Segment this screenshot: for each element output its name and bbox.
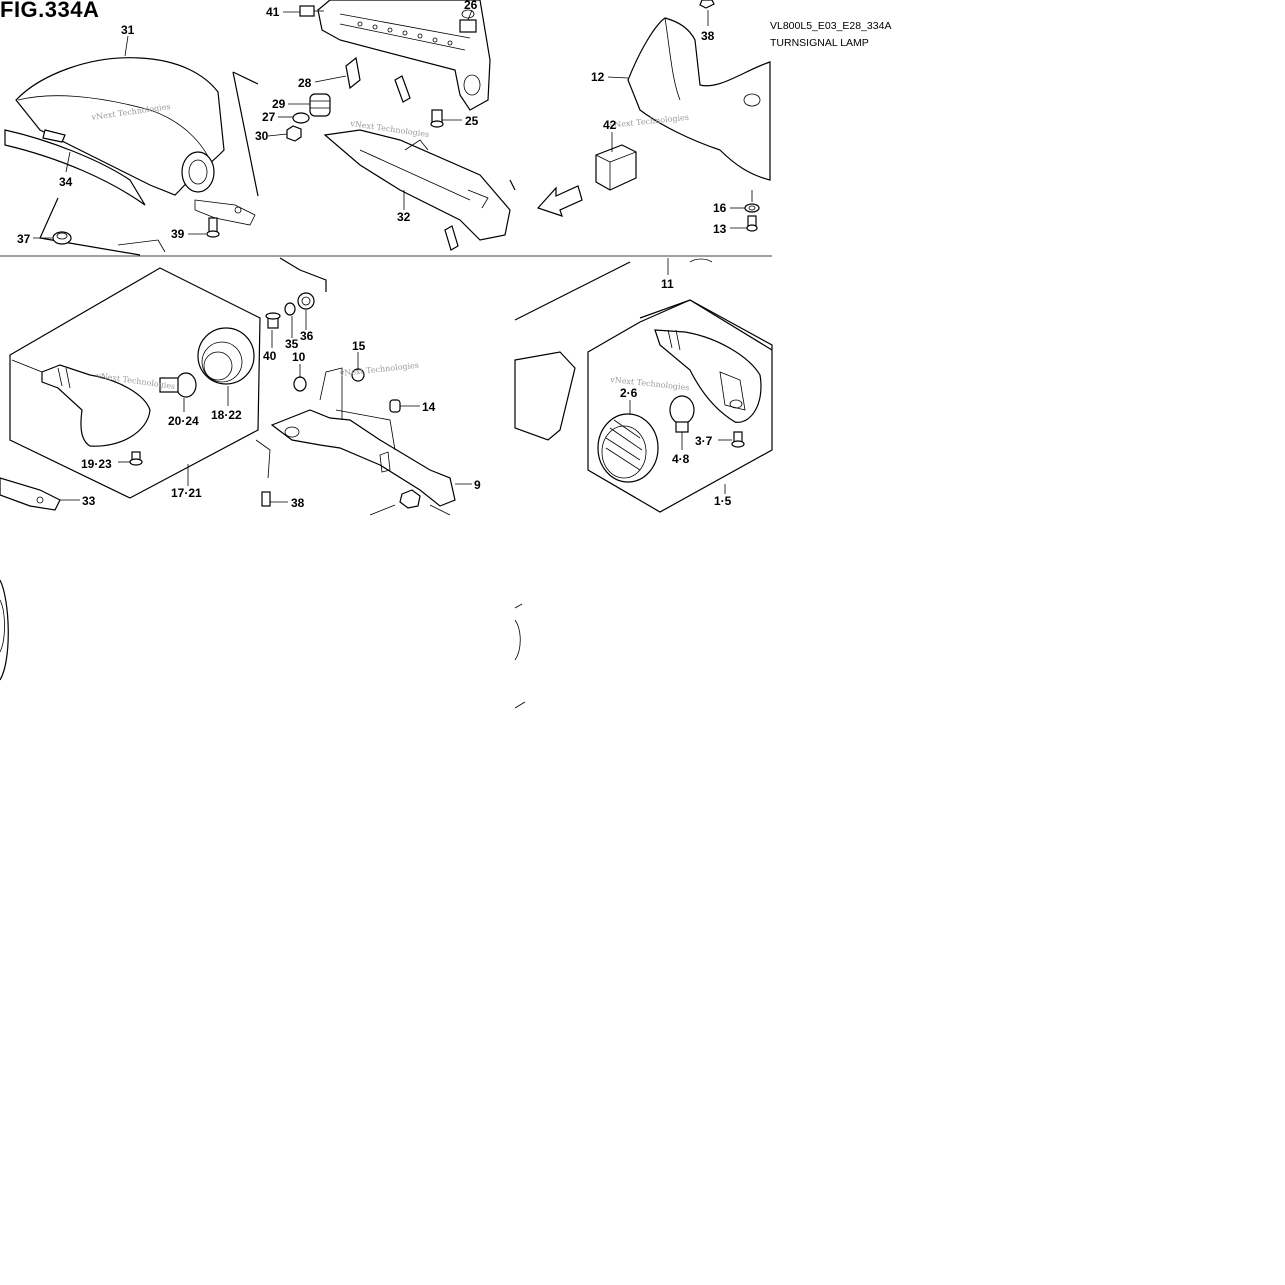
- callout-19-23: 19·23: [81, 457, 112, 471]
- callout-10: 10: [292, 350, 306, 364]
- callout-25: 25: [465, 114, 479, 128]
- panel-fragments: [0, 579, 526, 709]
- callout-26: 26: [464, 0, 478, 12]
- callout-34: 34: [59, 175, 73, 189]
- callout-32: 32: [397, 210, 411, 224]
- callout-14: 14: [422, 400, 436, 414]
- callout-33: 33: [82, 494, 96, 508]
- panel-rear-cowl: [4, 35, 259, 256]
- callout-38: 38: [701, 29, 715, 43]
- callout-12: 12: [591, 70, 605, 84]
- callout-31: 31: [121, 23, 135, 37]
- callouts: 41 26 31 28 29 27 30 25 34 32 37 39 38 1…: [17, 0, 732, 510]
- callout-28: 28: [298, 76, 312, 90]
- callout-4-8: 4·8: [672, 452, 690, 466]
- callout-1-5: 1·5: [714, 494, 732, 508]
- callout-18-22: 18·22: [211, 408, 242, 422]
- callout-30: 30: [255, 129, 269, 143]
- figure-name: TURNSIGNAL LAMP: [770, 37, 869, 49]
- callout-16: 16: [713, 201, 727, 215]
- callout-20-24: 20·24: [168, 414, 199, 428]
- callout-17-21: 17·21: [171, 486, 202, 500]
- callout-42: 42: [603, 118, 617, 132]
- panel-bracket: [267, 0, 516, 251]
- callout-29: 29: [272, 97, 286, 111]
- watermark-text: vNext Technologies: [338, 361, 419, 378]
- callout-38-bottom: 38: [291, 496, 305, 510]
- callout-35: 35: [285, 337, 299, 351]
- callout-27: 27: [262, 110, 276, 124]
- callout-36: 36: [300, 329, 314, 343]
- panel-rear-turnsignal: [0, 267, 261, 511]
- callout-11: 11: [661, 277, 674, 291]
- callout-41: 41: [266, 5, 280, 19]
- callout-15: 15: [352, 339, 366, 353]
- callout-37: 37: [17, 232, 31, 246]
- callout-2-6: 2·6: [620, 386, 638, 400]
- callout-39: 39: [171, 227, 185, 241]
- figure-code: VL800L5_E03_E28_334A: [770, 20, 892, 32]
- callout-3-7: 3·7: [695, 434, 713, 448]
- callout-9: 9: [474, 478, 481, 492]
- callout-40: 40: [263, 349, 277, 363]
- callout-13: 13: [713, 222, 727, 236]
- panel-mount-bracket: [255, 257, 472, 516]
- panel-cover-relay: [536, 0, 771, 232]
- figure-title: FIG.334A: [0, 0, 100, 22]
- panel-front-turnsignal: [514, 258, 773, 513]
